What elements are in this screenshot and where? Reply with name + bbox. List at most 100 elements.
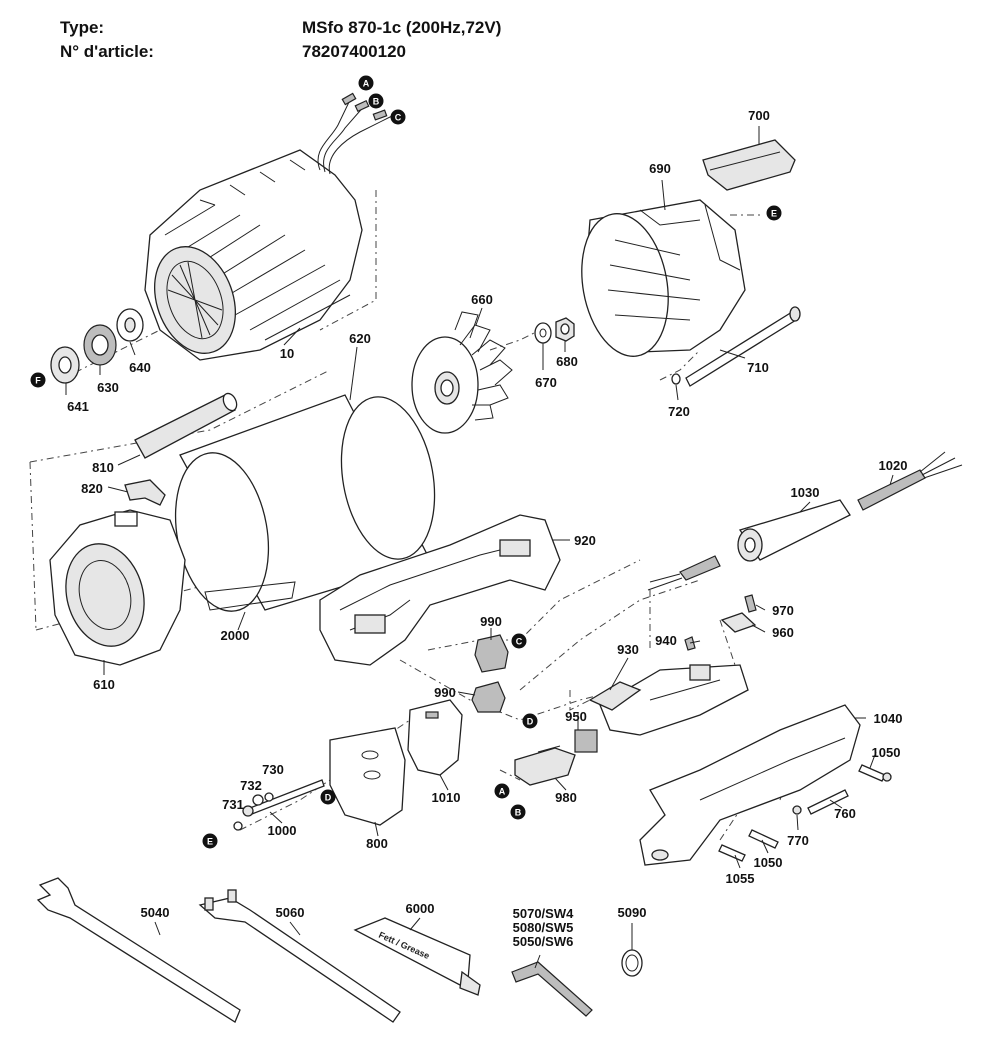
- label-970: 970: [772, 603, 794, 618]
- type-value: MSfo 870-1c (200Hz,72V): [302, 18, 502, 37]
- label-5090: 5090: [618, 905, 647, 920]
- svg-text:E: E: [207, 837, 213, 847]
- label-5050: 5050/SW6: [513, 934, 574, 949]
- label-670: 670: [535, 375, 557, 390]
- type-label: Type:: [60, 18, 105, 37]
- svg-text:A: A: [363, 79, 370, 89]
- shaft: [134, 392, 238, 459]
- housing-cylinder: [174, 394, 436, 612]
- label-5080: 5080/SW5: [513, 920, 574, 935]
- label-710: 710: [747, 360, 769, 375]
- small-washer: [671, 373, 681, 385]
- label-700: 700: [748, 108, 770, 123]
- label-1000: 1000: [268, 823, 297, 838]
- label-1050-left: 1050: [754, 855, 783, 870]
- label-810: 810: [92, 460, 114, 475]
- label-1040: 1040: [874, 711, 903, 726]
- label-6000: 6000: [406, 901, 435, 916]
- handle-housing: [319, 514, 561, 666]
- label-732: 732: [240, 778, 262, 793]
- label-10: 10: [280, 346, 294, 361]
- marker-C-brush: C: [511, 633, 527, 649]
- label-5060: 5060: [276, 905, 305, 920]
- marker-E-screw: E: [202, 833, 218, 849]
- label-641: 641: [67, 399, 89, 414]
- svg-text:B: B: [373, 97, 380, 107]
- washer-and-nut: [534, 317, 575, 344]
- part-labels: 10 620 640 630 641 660 670 680 690 700 7…: [67, 108, 907, 949]
- screw-set: [233, 779, 325, 831]
- label-640: 640: [129, 360, 151, 375]
- marker-B-top: B: [368, 93, 384, 109]
- label-630: 630: [97, 380, 119, 395]
- label-610: 610: [93, 677, 115, 692]
- label-920: 920: [574, 533, 596, 548]
- small-screws: [684, 594, 757, 651]
- label-2000: 2000: [221, 628, 250, 643]
- stator: [144, 92, 393, 361]
- pin-spanner: [198, 889, 401, 1023]
- clip: [124, 479, 166, 506]
- marker-D-brush: D: [522, 713, 538, 729]
- label-1020: 1020: [879, 458, 908, 473]
- svg-text:D: D: [527, 717, 534, 727]
- brush-cover: [702, 139, 796, 191]
- svg-text:D: D: [325, 793, 332, 803]
- o-ring: [621, 949, 643, 977]
- base-plate: [329, 727, 406, 826]
- svg-text:E: E: [771, 209, 777, 219]
- label-660: 660: [471, 292, 493, 307]
- electronics-module: [574, 664, 749, 753]
- marker-C-top: C: [390, 109, 406, 125]
- svg-text:C: C: [516, 637, 523, 647]
- grease-tube: Fett / Grease: [353, 917, 481, 996]
- label-990-lower: 990: [434, 685, 456, 700]
- fan: [411, 311, 513, 434]
- marker-E-fan: E: [766, 205, 782, 221]
- marker-A-top: A: [358, 75, 374, 91]
- label-720: 720: [668, 404, 690, 419]
- label-620: 620: [349, 331, 371, 346]
- open-end-wrench: [36, 877, 241, 1023]
- long-bolt: [685, 306, 801, 387]
- handle-shell: [639, 704, 861, 866]
- carbon-brush-upper: [474, 634, 509, 673]
- article-label: N° d'article:: [60, 42, 154, 61]
- svg-text:C: C: [395, 113, 402, 123]
- label-990-upper: 990: [480, 614, 502, 629]
- switch: [514, 745, 576, 786]
- label-940: 940: [655, 633, 677, 648]
- marker-A-switch: A: [494, 783, 510, 799]
- label-690: 690: [649, 161, 671, 176]
- shell-screws: [718, 764, 892, 862]
- svg-text:B: B: [515, 808, 522, 818]
- article-value: 78207400120: [302, 42, 407, 61]
- label-770: 770: [787, 833, 809, 848]
- label-5070: 5070/SW4: [513, 906, 574, 921]
- label-1010: 1010: [432, 790, 461, 805]
- label-1030: 1030: [791, 485, 820, 500]
- label-730: 730: [262, 762, 284, 777]
- fan-housing: [581, 199, 746, 357]
- label-820: 820: [81, 481, 103, 496]
- marker-B-switch: B: [510, 804, 526, 820]
- marker-D-screw: D: [320, 789, 336, 805]
- allen-key: [511, 961, 593, 1017]
- label-680: 680: [556, 354, 578, 369]
- label-760: 760: [834, 806, 856, 821]
- cable-sleeve: [737, 499, 851, 562]
- inner-wires: [647, 555, 721, 591]
- label-5040: 5040: [141, 905, 170, 920]
- svg-text:A: A: [499, 787, 506, 797]
- label-731: 731: [222, 797, 244, 812]
- marker-F: F: [30, 372, 46, 388]
- label-960: 960: [772, 625, 794, 640]
- label-1055: 1055: [726, 871, 755, 886]
- end-cap: [49, 509, 186, 666]
- label-800: 800: [366, 836, 388, 851]
- label-980: 980: [555, 790, 577, 805]
- carbon-brush-lower: [471, 681, 506, 713]
- label-1050-right: 1050: [872, 745, 901, 760]
- gasket: [407, 699, 463, 776]
